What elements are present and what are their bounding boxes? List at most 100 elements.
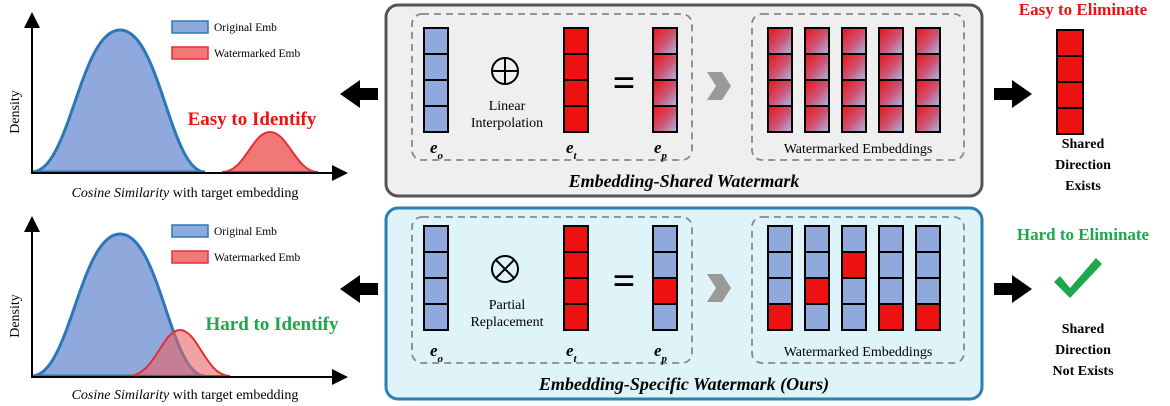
panel-title: Embedding-Specific Watermark (Ours)	[538, 374, 829, 395]
arrow-right-icon	[994, 80, 1032, 108]
embedding-cell	[841, 53, 867, 81]
original-distribution	[31, 28, 206, 174]
embedding-cell	[878, 53, 904, 81]
embedding-cell	[423, 277, 449, 305]
embedding-specific-panel: Partial Replacement = eo et ep Watermark…	[384, 206, 984, 401]
legend-watermarked-label: Watermarked Emb	[214, 48, 300, 60]
embedding-cell	[423, 53, 449, 81]
watermarked-embeddings-label: Watermarked Embeddings	[784, 345, 933, 360]
top-result: Easy to Eliminate Shared Direction Exist…	[1019, 0, 1148, 194]
original-embedding-vector	[423, 225, 449, 331]
embedding-cell	[804, 225, 830, 253]
embedding-cell	[767, 79, 793, 107]
embedding-cell	[563, 53, 589, 81]
result-caption-line3: Exists	[1065, 179, 1101, 194]
legend-watermarked-swatch	[171, 250, 209, 264]
embedding-cell	[804, 27, 830, 55]
bottom-result: Hard to Eliminate Shared Direction Not E…	[1017, 225, 1150, 379]
embedding-cell	[878, 105, 904, 133]
embedding-cell	[878, 251, 904, 279]
result-caption-line3: Not Exists	[1052, 364, 1114, 379]
result-caption-line2: Direction	[1055, 158, 1111, 173]
embedding-cell	[652, 303, 678, 331]
embedding-cell	[563, 303, 589, 331]
embedding-cell	[563, 27, 589, 55]
embedding-cell	[563, 225, 589, 253]
x-axis-label: Cosine Similarity with target embedding	[72, 388, 299, 403]
embedding-cell	[652, 53, 678, 81]
legend-original-label: Original Emb	[214, 226, 277, 238]
hard-to-eliminate-label: Hard to Eliminate	[1017, 225, 1150, 244]
embedding-cell	[841, 105, 867, 133]
embedding-cell	[915, 225, 941, 253]
legend-watermarked-label: Watermarked Emb	[214, 252, 300, 264]
legend-original-swatch	[171, 224, 209, 238]
embedding-cell	[767, 27, 793, 55]
embedding-cell	[767, 251, 793, 279]
embedding-cell	[423, 303, 449, 331]
legend-watermarked-swatch	[171, 46, 209, 60]
embedding-cell	[841, 27, 867, 55]
embedding-cell	[841, 303, 867, 331]
embedding-cell	[841, 251, 867, 279]
embedding-cell	[915, 79, 941, 107]
embedding-cell	[878, 303, 904, 331]
label-ep: ep	[654, 138, 668, 162]
watermarked-embedding-vector	[652, 225, 678, 331]
watermarked-embeddings	[767, 225, 941, 331]
check-icon	[1054, 258, 1102, 298]
embedding-cell	[841, 277, 867, 305]
embedding-cell	[804, 251, 830, 279]
embedding-cell	[915, 53, 941, 81]
easy-to-eliminate-label: Easy to Eliminate	[1019, 0, 1148, 19]
input-group-box	[411, 216, 693, 364]
shared-direction-vector	[1056, 29, 1084, 135]
embedding-cell	[652, 79, 678, 107]
legend-original-label: Original Emb	[214, 22, 277, 34]
label-ep: ep	[654, 341, 668, 365]
result-caption-line1: Shared	[1062, 322, 1105, 337]
embedding-cell	[423, 105, 449, 133]
x-axis-label: Cosine Similarity with target embedding	[72, 186, 299, 201]
operation-label-line2: Replacement	[470, 315, 543, 330]
equals-sign: =	[613, 60, 636, 105]
embedding-cell	[1056, 81, 1084, 109]
embedding-cell	[652, 251, 678, 279]
target-embedding-vector	[563, 27, 589, 133]
embedding-shared-panel: Linear Interpolation = eo et ep Watermar…	[384, 3, 984, 198]
embedding-cell	[767, 303, 793, 331]
circle-times-icon	[491, 255, 519, 283]
embedding-cell	[1056, 107, 1084, 135]
embedding-cell	[423, 27, 449, 55]
embedding-cell	[652, 105, 678, 133]
embedding-cell	[804, 303, 830, 331]
watermarked-embeddings	[767, 27, 941, 133]
operation-label-line2: Interpolation	[471, 116, 543, 131]
embedding-cell	[915, 105, 941, 133]
embedding-cell	[423, 225, 449, 253]
arrow-left-icon	[340, 275, 378, 303]
y-axis-label: Density	[8, 90, 23, 134]
embedding-cell	[652, 27, 678, 55]
bottom-density-plot: Density Cosine Similarity with target em…	[8, 216, 348, 403]
y-axis-label: Density	[8, 294, 23, 338]
embedding-cell	[915, 27, 941, 55]
embedding-cell	[915, 251, 941, 279]
label-et: et	[566, 341, 578, 365]
embedding-cell	[915, 303, 941, 331]
embedding-cell	[804, 277, 830, 305]
embedding-cell	[423, 251, 449, 279]
legend-original-swatch	[171, 20, 209, 34]
watermarked-group-box	[751, 13, 965, 161]
easy-to-identify-label: Easy to Identify	[188, 109, 317, 130]
watermarked-distribution	[221, 130, 319, 173]
hard-to-identify-label: Hard to Identify	[206, 314, 340, 335]
result-caption-line2: Direction	[1055, 343, 1111, 358]
operation-label-line1: Linear	[489, 99, 526, 114]
operation-label-line1: Partial	[489, 298, 526, 313]
embedding-cell	[841, 225, 867, 253]
chevron-right-icon	[707, 274, 731, 302]
embedding-cell	[804, 105, 830, 133]
original-embedding-vector	[423, 27, 449, 133]
